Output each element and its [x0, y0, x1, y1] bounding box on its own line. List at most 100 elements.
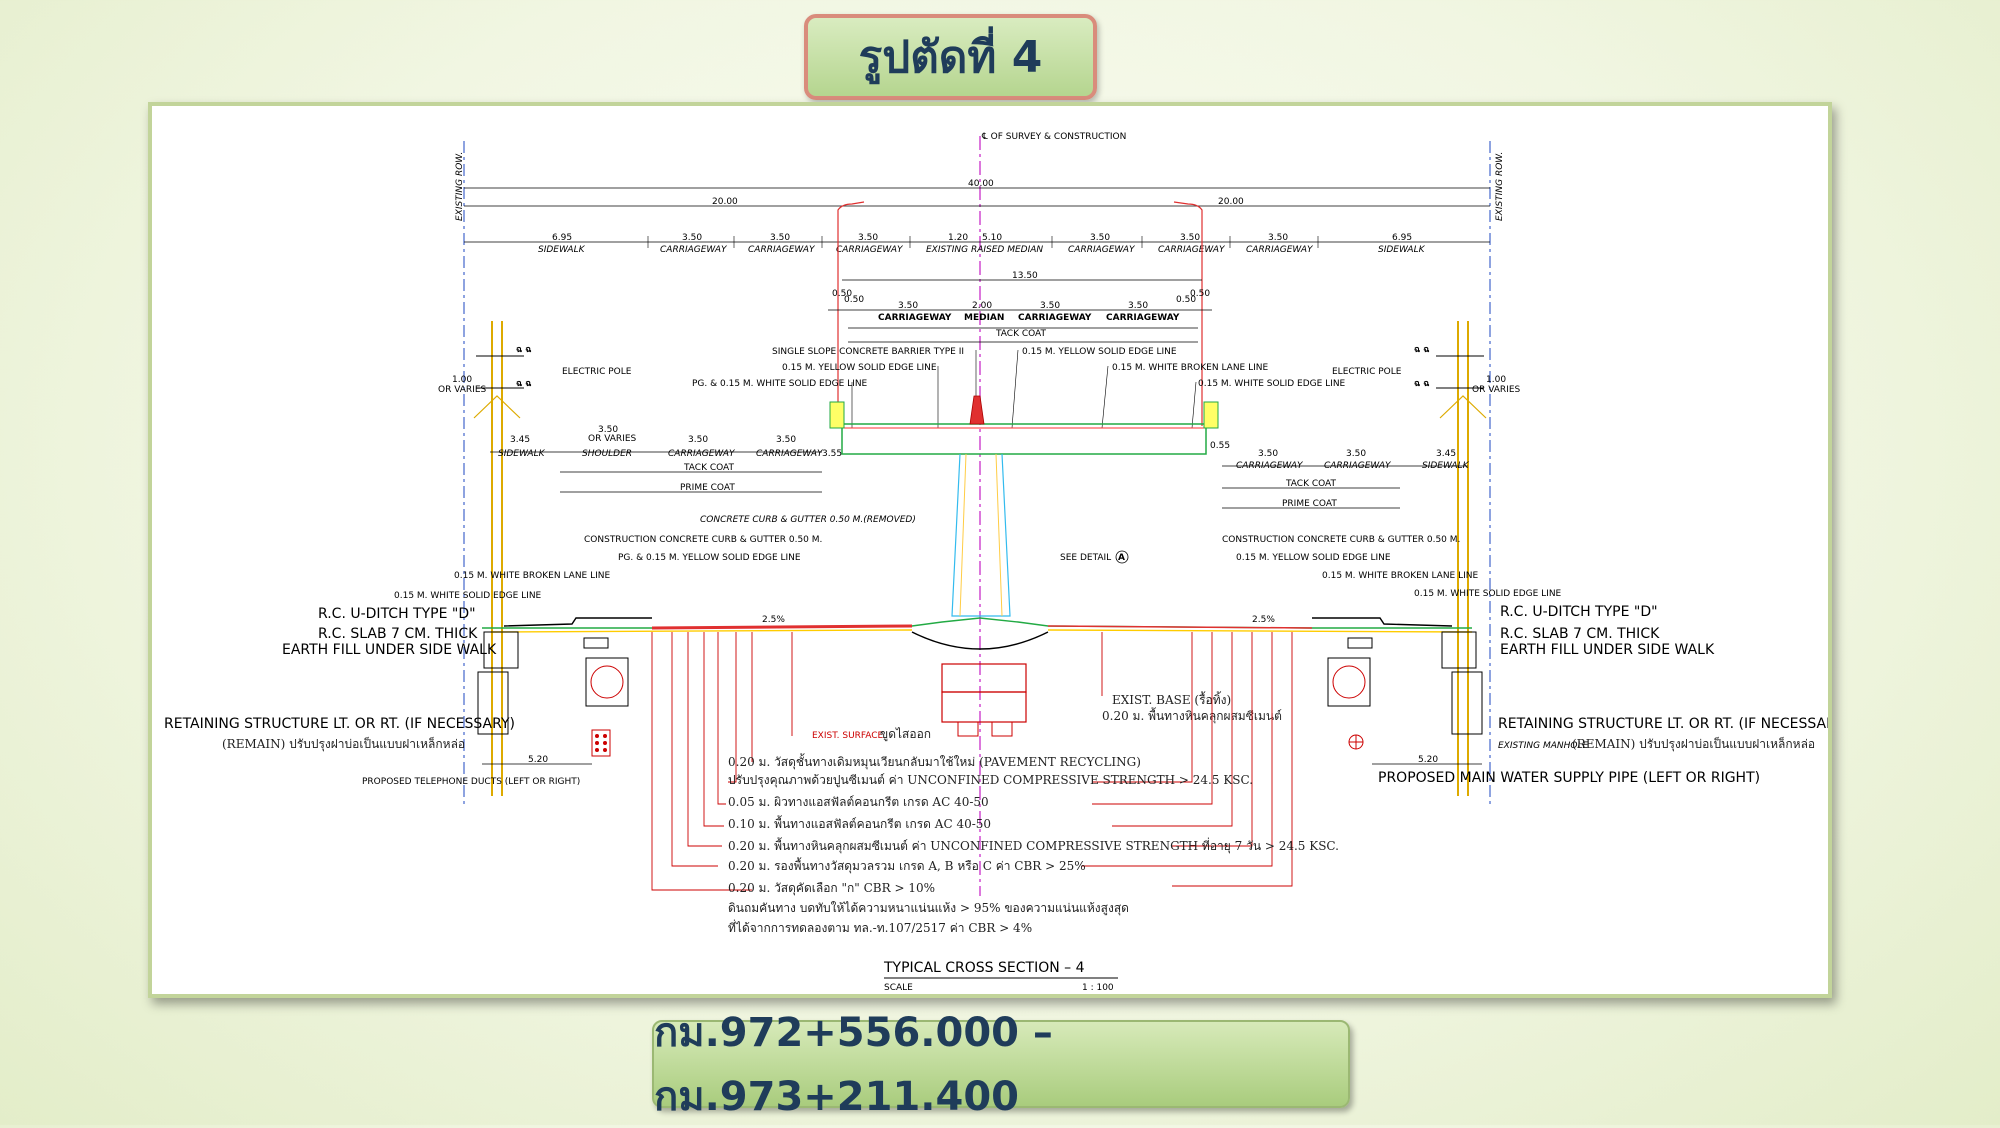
layer-note: ปรับปรุงคุณภาพด้วยปูนซีเมนต์ ค่า UNCONFI… [728, 773, 1253, 788]
electric-pole-right-label: ELECTRIC POLE [1332, 367, 1402, 377]
layer-note: 0.10 ม. พื้นทางแอสฟัลต์คอนกรีต เกรด AC 4… [728, 815, 991, 831]
left-seg-label: SIDEWALK [498, 449, 546, 459]
earth-right-note: EARTH FILL UNDER SIDE WALK [1500, 642, 1715, 658]
telephone-note: PROPOSED TELEPHONE DUCTS (LEFT OR RIGHT) [362, 777, 580, 787]
bridge-seg-value: 3.50 [1040, 301, 1060, 311]
scale-value: 1 : 100 [1082, 983, 1114, 993]
curb-removed-note: CONCRETE CURB & GUTTER 0.50 M.(REMOVED) [700, 515, 916, 525]
top-seg-value: 3.50 [858, 233, 878, 243]
electric-pole-right-icon: ฉ ฉ ฉ ฉ [1414, 321, 1487, 796]
bridge-seg-label: CARRIAGEWAY [878, 313, 952, 323]
layer-note: 0.20 ม. พื้นทางหินคลุกผสมซีเมนต์ ค่า UNC… [728, 837, 1339, 854]
left-seg-label: SHOULDER [582, 449, 632, 459]
layer-note: 0.20 ม. วัสดุคัดเลือก "ก" CBR > 10% [728, 881, 935, 896]
manhole-right-note: EXISTING MANHOLE [1498, 741, 1588, 751]
cross-section-drawing: ℄ OF SURVEY & CONSTRUCTION EXISTING ROW.… [164, 132, 1828, 993]
top-seg-value: 3.50 [1090, 233, 1110, 243]
slab-left-note: R.C. SLAB 7 CM. THICK [318, 626, 478, 642]
slope-left: 3.55 [822, 449, 842, 459]
left-seg-value: 3.50 [598, 425, 618, 435]
water-note: PROPOSED MAIN WATER SUPPLY PIPE (LEFT OR… [1378, 770, 1760, 786]
dim-520-left: 5.20 [528, 755, 548, 765]
top-seg-value: 5.10 [982, 233, 1002, 243]
centerline-label: ℄ OF SURVEY & CONSTRUCTION [981, 132, 1126, 142]
bridge-edge-left-1: 0.50 [832, 289, 852, 299]
white-right-note: 0.15 M. WHITE SOLID EDGE LINE [1414, 589, 1562, 599]
top-seg-value: 3.50 [1180, 233, 1200, 243]
tack-coat-left: TACK COAT [683, 463, 735, 473]
dim-total: 40.00 [968, 179, 994, 189]
top-seg-value: 6.95 [552, 233, 572, 243]
broken-left-note: 0.15 M. WHITE BROKEN LANE LINE [454, 571, 611, 581]
earth-left-note: EARTH FILL UNDER SIDE WALK [282, 642, 497, 658]
bridge-seg-value: 3.50 [1128, 301, 1148, 311]
right-seg-value: 3.50 [1258, 449, 1278, 459]
top-seg-label: EXISTING RAISED MEDIAN [926, 245, 1043, 255]
left-seg-value: 3.50 [688, 435, 708, 445]
bridge-seg-label: MEDIAN [964, 313, 1004, 323]
retaining-right-note: RETAINING STRUCTURE LT. OR RT. (IF NECES… [1498, 716, 1828, 732]
see-detail-note: SEE DETAIL [1060, 553, 1111, 563]
bridge-tack-coat: TACK COAT [995, 329, 1047, 339]
bridge-dim: 13.50 [1012, 271, 1038, 281]
curb-left-note: CONSTRUCTION CONCRETE CURB & GUTTER 0.50… [584, 535, 822, 545]
bridge-seg-label: CARRIAGEWAY [1106, 313, 1180, 323]
station-range: กม.972+556.000 – กม.973+211.400 [652, 1010, 1350, 1120]
top-seg-label: CARRIAGEWAY [1246, 245, 1314, 255]
manhole-right-icon [1327, 657, 1371, 707]
white-left-note: 0.15 M. WHITE SOLID EDGE LINE [394, 591, 542, 601]
dim-half-left: 20.00 [712, 197, 738, 207]
top-seg-label: CARRIAGEWAY [1158, 245, 1226, 255]
top-seg-value: 3.50 [1268, 233, 1288, 243]
bridge-edge-right-2: 0.50 [1176, 295, 1196, 305]
bridge-seg-value: 2.00 [972, 301, 992, 311]
exist-base-note: EXIST. BASE (รื้อทิ้ง) [1112, 691, 1231, 707]
right-seg-label: CARRIAGEWAY [1236, 461, 1304, 471]
prime-coat-right: PRIME COAT [1282, 499, 1337, 509]
retaining-left-note: RETAINING STRUCTURE LT. OR RT. (IF NECES… [164, 716, 515, 732]
top-seg-value: 1.20 [948, 233, 968, 243]
water-pipe-icon [1348, 734, 1364, 750]
right-seg-label: SIDEWALK [1422, 461, 1470, 471]
barrier-note: SINGLE SLOPE CONCRETE BARRIER TYPE II [772, 347, 964, 357]
top-seg-value: 3.50 [770, 233, 790, 243]
detail-mark: A [1118, 553, 1125, 563]
top-seg-value: 6.95 [1392, 233, 1412, 243]
right-seg-value: 3.45 [1436, 449, 1456, 459]
pole-offset-right-2: OR VARIES [1472, 385, 1521, 395]
left-seg-extra: OR VARIES [588, 434, 637, 444]
left-seg-label: CARRIAGEWAY [668, 449, 736, 459]
top-seg-label: CARRIAGEWAY [748, 245, 816, 255]
left-seg-label: CARRIAGEWAY [756, 449, 824, 459]
slab-right-note: R.C. SLAB 7 CM. THICK [1500, 626, 1660, 642]
bridge-seg-label: CARRIAGEWAY [1018, 313, 1092, 323]
drawing-frame: ℄ OF SURVEY & CONSTRUCTION EXISTING ROW.… [148, 102, 1832, 998]
yellow-right-note: 0.15 M. YELLOW SOLID EDGE LINE [1236, 553, 1391, 563]
left-seg-value: 3.50 [776, 435, 796, 445]
svg-text:ฉ ฉ: ฉ ฉ [1414, 379, 1429, 389]
bridge-yellow-right: 0.15 M. YELLOW SOLID EDGE LINE [1022, 347, 1177, 357]
dim-520-right: 5.20 [1418, 755, 1438, 765]
bridge-yellow-left: 0.15 M. YELLOW SOLID EDGE LINE [782, 363, 937, 373]
remain-left-note: (REMAIN) ปรับปรุงฝาบ่อเป็นแบบฝาเหล็กหล่อ [222, 736, 465, 752]
uditch-left-note: R.C. U-DITCH TYPE "D" [318, 606, 476, 622]
right-seg-value: 3.50 [1346, 449, 1366, 459]
pole-offset-right: 1.00 [1486, 375, 1506, 385]
top-seg-label: CARRIAGEWAY [1068, 245, 1136, 255]
layer-notes: 0.20 ม. วัสดุชั้นทางเดิมหมุนเวียนกลับมาใ… [728, 753, 1339, 935]
grade-left: 2.5% [762, 615, 785, 625]
svg-text:ฉ ฉ: ฉ ฉ [516, 345, 531, 355]
layer-note: 0.20 ม. วัสดุชั้นทางเดิมหมุนเวียนกลับมาใ… [728, 753, 1141, 770]
manhole-left-icon [585, 657, 629, 707]
bridge-edge-right-1: 0.50 [1190, 289, 1210, 299]
slope-right: 0.55 [1210, 441, 1230, 451]
pole-offset-left: 1.00 [452, 375, 472, 385]
scale-label: SCALE [884, 983, 913, 993]
existing-row-left: EXISTING ROW. [455, 152, 465, 221]
electric-pole-left-icon: ฉ ฉ ฉ ฉ [473, 321, 531, 796]
layer-note: 0.05 ม. ผิวทางแอสฟัลต์คอนกรีต เกรด AC 40… [728, 795, 989, 809]
top-seg-label: CARRIAGEWAY [660, 245, 728, 255]
top-seg-label: CARRIAGEWAY [836, 245, 904, 255]
layer-note: 0.20 ม. รองพื้นทางวัสดุมวลรวม เกรด A, B … [728, 857, 1086, 874]
electric-pole-left-label: ELECTRIC POLE [562, 367, 632, 377]
